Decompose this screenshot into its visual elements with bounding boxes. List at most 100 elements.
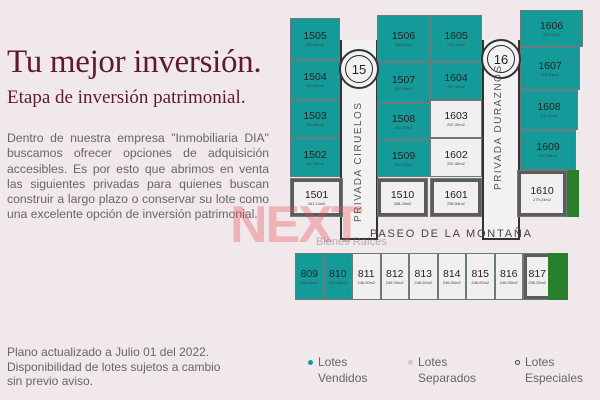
- legend-label: Lotes: [418, 355, 448, 369]
- lot-number: 809: [300, 267, 319, 280]
- lot-number: 1604: [444, 72, 468, 84]
- lot-area: 262.06m2: [306, 160, 324, 166]
- lot-number: 1602: [444, 148, 468, 161]
- reserved-dot-icon: [408, 360, 413, 366]
- lot-number: 1608: [537, 101, 561, 113]
- lot-area: 246.00m2: [357, 279, 376, 285]
- legend-sold: Lotes Vendidos: [308, 354, 367, 386]
- lot-number: 1601: [444, 188, 468, 201]
- lot-number: 1605: [444, 29, 468, 42]
- footnote: Plano actualizado a Julio 01 del 2022. D…: [7, 345, 221, 388]
- lot-area: 257.54m2: [394, 85, 413, 91]
- street-label: PASEO DE LA MONTAÑA: [370, 228, 533, 240]
- watermark-logo: NEXT: [230, 196, 363, 254]
- lot-number: 1607: [538, 59, 562, 72]
- lot-number: 817: [528, 267, 547, 280]
- lot-area: 276.70m2: [447, 41, 465, 47]
- lot-area: 246.00m2: [414, 279, 433, 285]
- lot-area: 305.94m2: [306, 42, 324, 47]
- lot-area: 261.14m2: [307, 200, 326, 206]
- lot-number: 1610: [530, 184, 554, 197]
- legend-label: Lotes: [318, 355, 348, 369]
- lot-number: 1505: [303, 30, 327, 42]
- green-area: [567, 170, 579, 217]
- lot-number: 811: [357, 267, 375, 280]
- lot-number: 1609: [536, 141, 560, 153]
- intro-paragraph: Dentro de nuestra empresa "Inmobiliaria …: [7, 131, 269, 222]
- legend-label: Lotes: [525, 355, 555, 369]
- lot-number: 1507: [391, 73, 416, 86]
- lot-number: 1508: [391, 112, 416, 125]
- lot-number: 1501: [304, 188, 329, 201]
- lot-area: 257.30m2: [394, 161, 413, 167]
- lot-number: 1606: [539, 19, 564, 32]
- legend-label: Especiales: [525, 371, 584, 385]
- privada-16-circle: 16: [481, 39, 521, 79]
- lot-number: 1509: [391, 149, 416, 162]
- lot-number: 810: [328, 267, 347, 280]
- lot-number: 1506: [391, 29, 416, 42]
- lot-area: 257.40m2: [447, 122, 465, 127]
- lot-area: 257.40m2: [447, 84, 465, 89]
- legend-label: Separados: [418, 371, 477, 385]
- page-title: Tu mejor inversión.: [7, 44, 262, 80]
- lot-area: 268.28m2: [393, 200, 412, 206]
- lot-area: 257.40m2: [447, 160, 465, 166]
- lot-number: 816: [499, 267, 518, 280]
- legend-reserved: Lotes Separados: [408, 354, 476, 386]
- lot-number: 815: [471, 267, 490, 280]
- lot-area: 246.00m2: [385, 279, 404, 285]
- privada-name: PRIVADA DURAZNOS: [493, 64, 504, 191]
- lot-number: 1502: [303, 148, 327, 161]
- lot-area: 246.00m2: [328, 279, 347, 285]
- sold-dot-icon: [308, 360, 313, 366]
- lot-area: 322.07m2: [542, 31, 561, 37]
- special-dot-icon: [515, 360, 520, 366]
- lot-number: 1510: [390, 188, 415, 201]
- lot-area: 279.23m2: [533, 196, 551, 202]
- legend-special: Lotes Especiales: [515, 354, 583, 386]
- lot-area: 308.81m2: [394, 41, 413, 47]
- lot-number: 814: [442, 267, 461, 280]
- lot-area: 262.06m2: [306, 122, 324, 127]
- lot-area: 308.63m2: [541, 71, 559, 77]
- lot-number: 812: [385, 267, 404, 280]
- lot-area: 297.68m2: [539, 153, 557, 158]
- lot-number: 1503: [303, 110, 327, 122]
- lot-area: 256.54m2: [447, 200, 465, 206]
- lot-area: 262.96m2: [306, 83, 324, 88]
- privada-number: 15: [345, 55, 373, 83]
- page-subtitle: Etapa de inversión patrimonial.: [7, 87, 246, 108]
- lot-area: 257.30m2: [394, 124, 413, 130]
